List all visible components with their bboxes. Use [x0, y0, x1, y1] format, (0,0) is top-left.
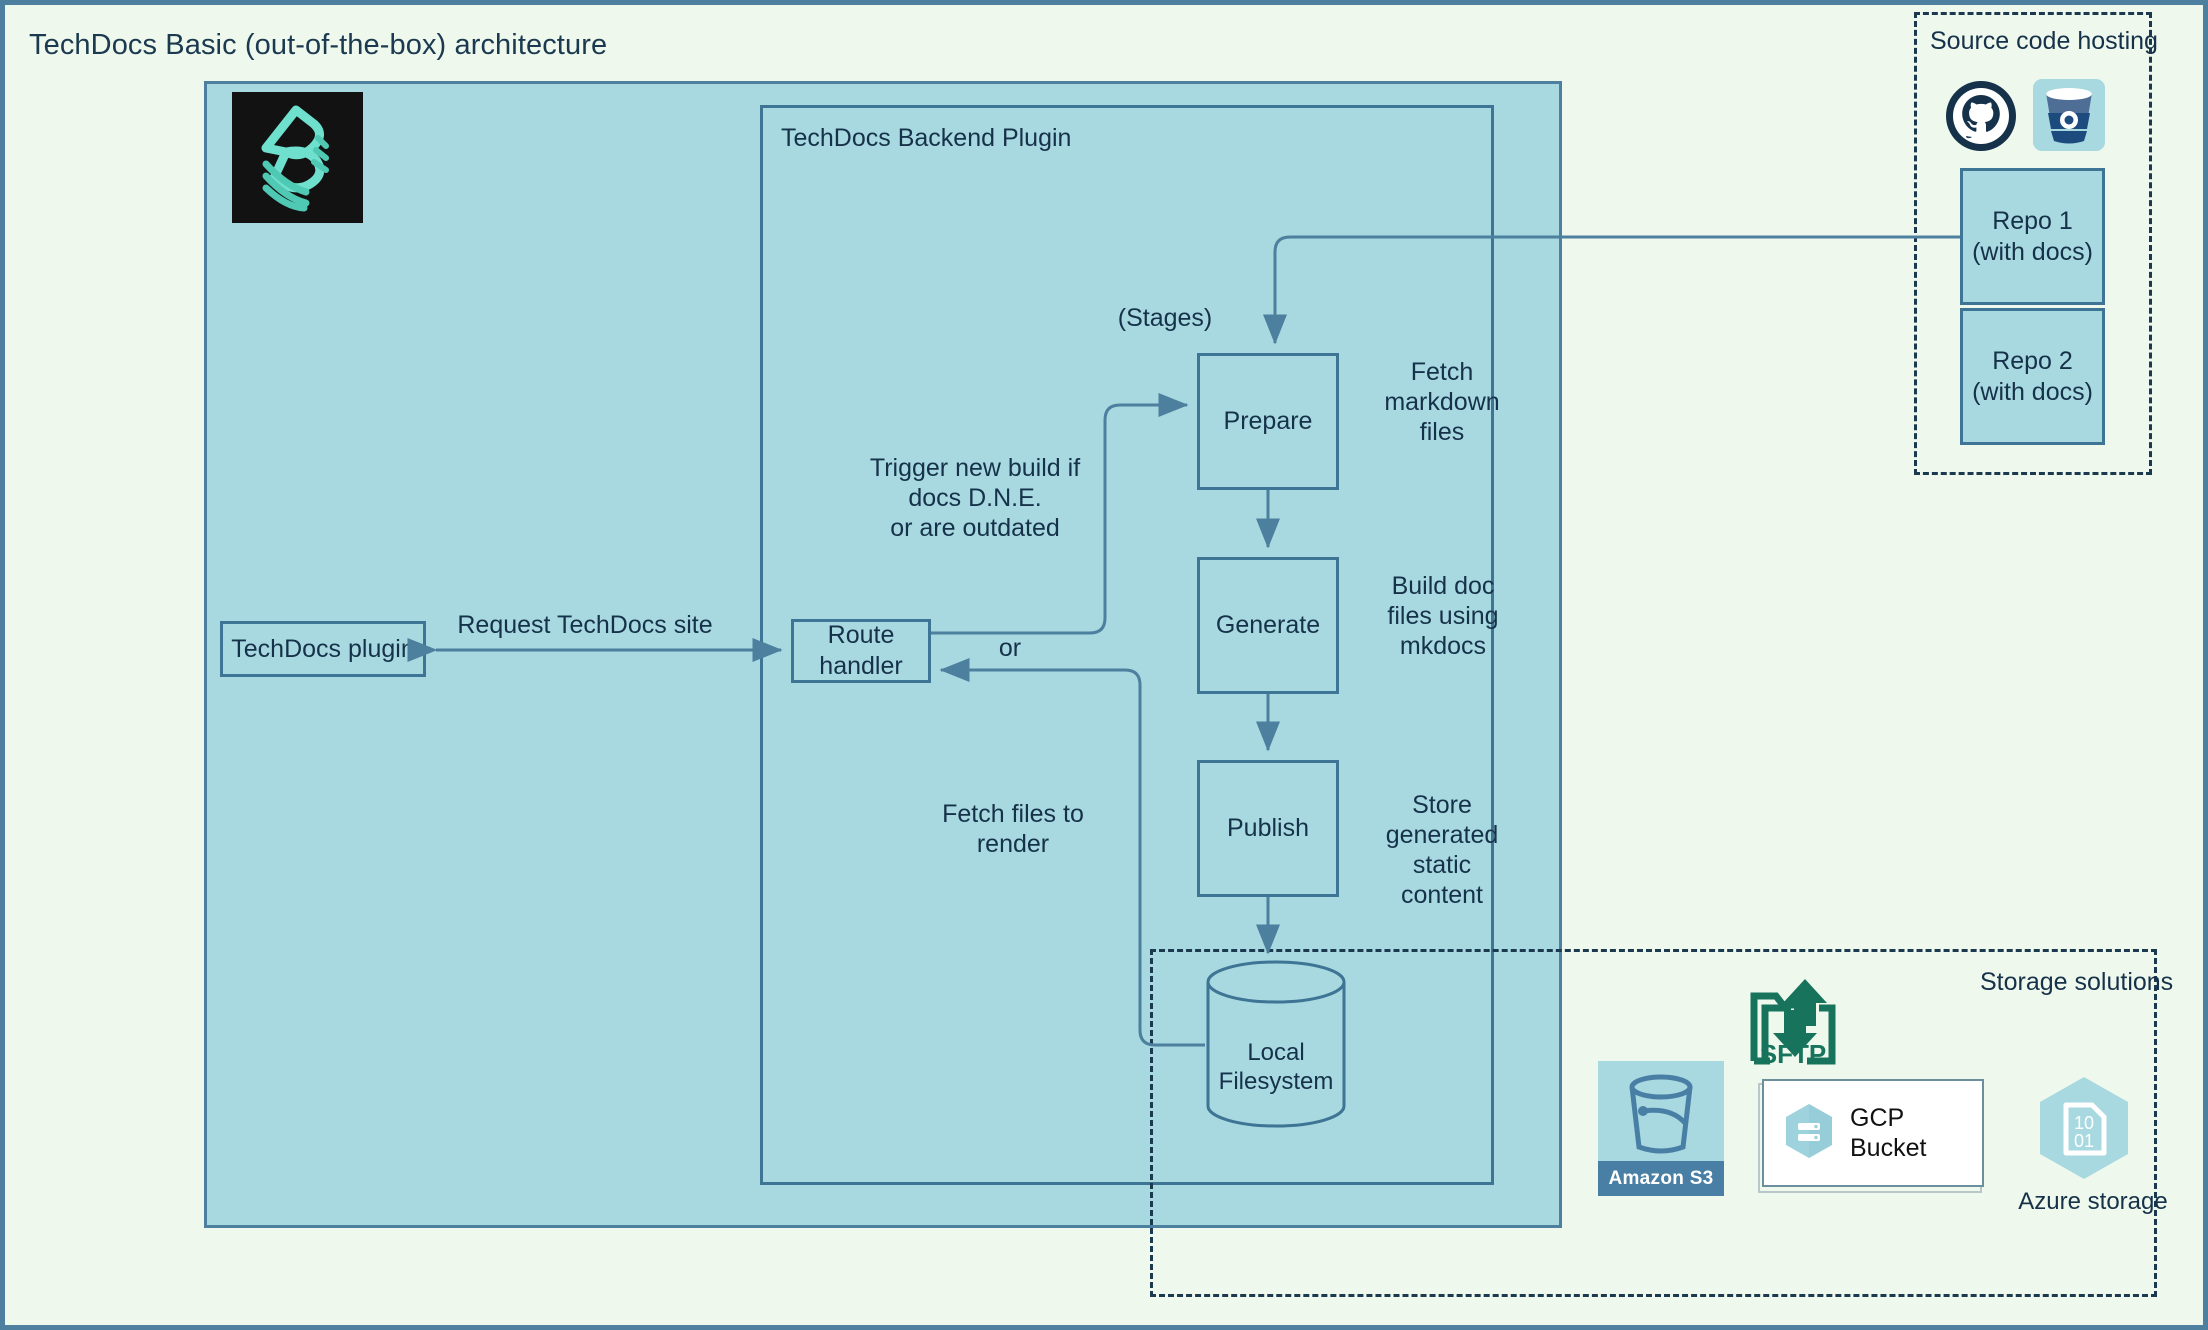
stages-label: (Stages): [1117, 304, 1213, 332]
store-generated-label: Store generated static content: [1385, 791, 1499, 909]
gcp-hex-icon: [1778, 1100, 1840, 1167]
build-doc-label: Build doc files using mkdocs: [1387, 572, 1499, 660]
source-code-hosting-title: Source code hosting: [1930, 27, 2158, 55]
repo-1-box[interactable]: Repo 1 (with docs): [1960, 168, 2105, 305]
storage-solutions-group: [1150, 949, 2157, 1297]
s3-bucket-glyph: [1598, 1061, 1724, 1161]
backend-panel-heading: TechDocs Backend Plugin: [781, 124, 1072, 152]
local-filesystem-cylinder[interactable]: Local Filesystem: [1205, 960, 1347, 1128]
bitbucket-icon: [2033, 79, 2105, 151]
gcp-bucket-card[interactable]: GCP Bucket: [1762, 1079, 1984, 1187]
svg-text:01: 01: [2074, 1131, 2094, 1151]
github-icon: [1944, 79, 2018, 153]
azure-storage-label: Azure storage: [2018, 1188, 2168, 1215]
generate-box[interactable]: Generate: [1197, 557, 1339, 694]
azure-storage-icon: 10 01: [2028, 1073, 2140, 1185]
fetch-markdown-label: Fetch markdown files: [1384, 358, 1500, 446]
repo-2-box[interactable]: Repo 2 (with docs): [1960, 308, 2105, 445]
local-filesystem-label: Local Filesystem: [1218, 1039, 1334, 1095]
svg-text:SFTP: SFTP: [1760, 1039, 1826, 1069]
gcp-bucket-label: GCP Bucket: [1850, 1104, 1927, 1162]
svg-text:10: 10: [2074, 1113, 2094, 1133]
fetch-files-label: Fetch files to render: [942, 800, 1084, 858]
trigger-build-label: Trigger new build if docs D.N.E. or are …: [869, 454, 1081, 542]
techdocs-plugin-box[interactable]: TechDocs plugin: [220, 621, 426, 677]
sftp-icon: SFTP: [1745, 975, 1841, 1071]
or-label: or: [998, 634, 1022, 662]
request-site-label: Request TechDocs site: [457, 611, 713, 639]
page-title: TechDocs Basic (out-of-the-box) architec…: [29, 29, 608, 61]
storage-solutions-title: Storage solutions: [1980, 968, 2174, 996]
publish-box[interactable]: Publish: [1197, 760, 1339, 897]
amazon-s3-icon: Amazon S3: [1598, 1061, 1724, 1196]
prepare-box[interactable]: Prepare: [1197, 353, 1339, 490]
amazon-s3-label: Amazon S3: [1598, 1161, 1724, 1196]
backstage-logo: [232, 92, 363, 223]
route-handler-box[interactable]: Route handler: [791, 619, 931, 683]
